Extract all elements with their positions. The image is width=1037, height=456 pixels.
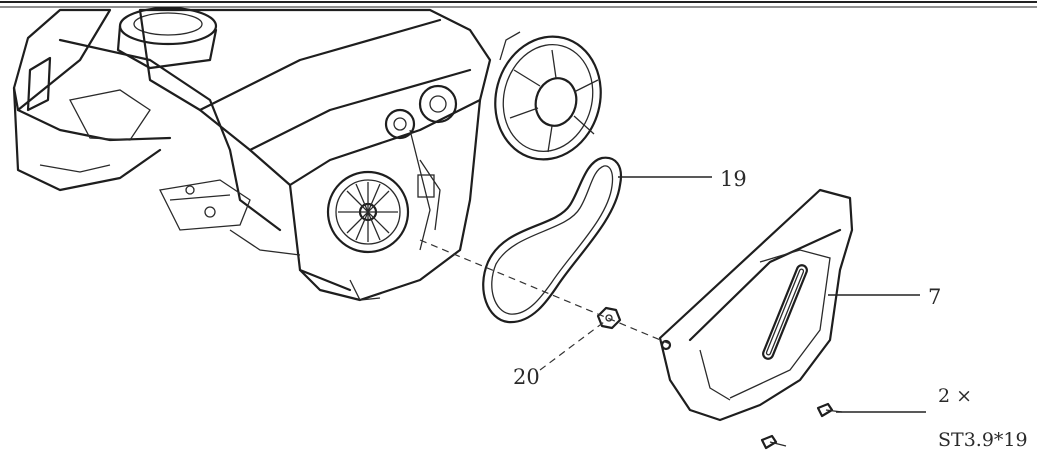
- nut: [596, 306, 622, 330]
- callout-20: 20: [513, 365, 540, 389]
- callout-19: 19: [720, 167, 747, 191]
- top-border: [0, 1, 1037, 8]
- callout-7: 7: [928, 285, 941, 309]
- leader-lines: [618, 176, 926, 413]
- screws: [760, 402, 843, 450]
- blower-frame: [138, 8, 492, 302]
- blower-housing: [12, 6, 282, 232]
- callout-screw-quantity: 2 ×: [938, 385, 972, 407]
- drive-belt: [482, 156, 623, 324]
- drive-pulleys: [326, 84, 458, 254]
- belt-cover: [658, 188, 854, 422]
- callout-screw-spec: ST3.9*19: [938, 429, 1028, 451]
- wheel: [494, 31, 602, 161]
- assembly-dash-line: [419, 239, 671, 345]
- nut-dash-line: [539, 321, 605, 371]
